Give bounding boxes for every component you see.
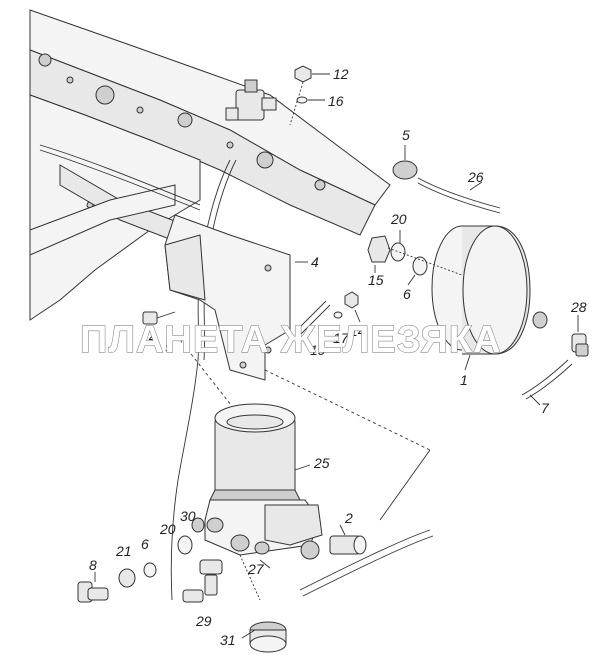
air-receiver — [431, 225, 548, 355]
fitting — [367, 235, 391, 263]
nut-2 — [344, 291, 359, 309]
callout-7: 7 — [541, 400, 550, 416]
callout-1: 1 — [460, 372, 468, 388]
callout-12: 12 — [333, 66, 349, 82]
callout-20: 20 — [390, 211, 407, 227]
callout-16: 16 — [328, 93, 344, 109]
tee-fitting — [182, 559, 223, 603]
frame-pipe-2 — [39, 149, 201, 211]
elbow-8 — [77, 581, 109, 603]
callout-14-right: 14 — [350, 323, 366, 339]
callout-9: 9 — [165, 339, 173, 355]
washer — [296, 96, 308, 104]
chassis-frame — [29, 9, 391, 321]
callout-21: 21 — [115, 543, 132, 559]
callout-28: 28 — [570, 299, 587, 315]
watermark-text: ПЛАНЕТА ЖЕЛЕЗЯКА — [80, 319, 502, 361]
washer-2 — [333, 311, 343, 319]
nut — [294, 65, 312, 83]
callout-15: 15 — [368, 272, 384, 288]
bracket — [164, 214, 291, 381]
callout-25: 25 — [313, 455, 330, 471]
callout-17: 17 — [333, 330, 350, 346]
bolt-left — [142, 311, 176, 325]
callout-6b: 6 — [141, 536, 149, 552]
callout-19: 19 — [310, 342, 326, 358]
ring — [412, 256, 428, 276]
frame-pipe — [39, 144, 201, 206]
callout-29: 29 — [195, 613, 212, 629]
callout-20b: 20 — [159, 521, 176, 537]
callout-8: 8 — [89, 557, 97, 573]
callout-26: 26 — [467, 169, 484, 185]
fitting-21 — [118, 568, 136, 588]
drain-cap — [249, 621, 287, 653]
callout-14-left: 14 — [141, 329, 157, 345]
ring-6b — [143, 562, 157, 578]
callout-30: 30 — [180, 508, 196, 524]
seal-ring — [390, 242, 406, 262]
outlet-fitting — [300, 535, 367, 560]
air-dryer — [204, 403, 323, 556]
callout-2: 2 — [344, 510, 353, 526]
callout-27: 27 — [247, 561, 265, 577]
elbow-fitting — [571, 333, 589, 357]
washer-20b — [177, 535, 193, 555]
callout-4: 4 — [311, 254, 319, 270]
plug — [392, 160, 418, 180]
callout-5: 5 — [402, 127, 410, 143]
ring-30 — [191, 517, 205, 533]
callout-6: 6 — [403, 286, 411, 302]
callout-31: 31 — [220, 632, 236, 648]
valve-block — [225, 79, 277, 121]
callout-labels: 12 16 5 26 20 4 15 6 28 14 9 19 17 14 1 … — [89, 66, 587, 648]
